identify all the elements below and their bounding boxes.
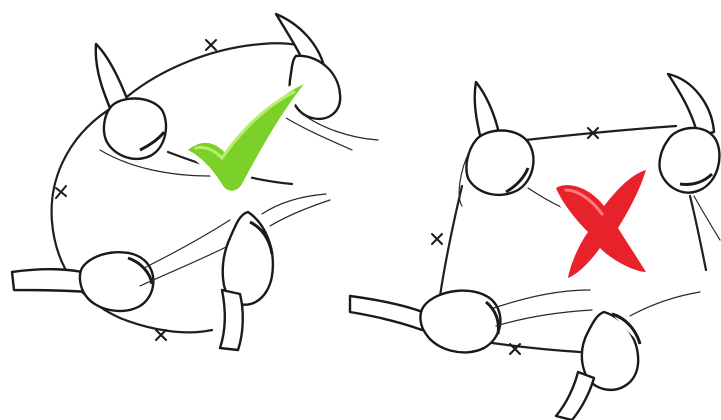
string-left-right bbox=[438, 184, 464, 298]
incorrect-technique-panel bbox=[348, 72, 721, 420]
thumb-lower-left bbox=[10, 219, 233, 313]
string-top-left bbox=[126, 42, 314, 98]
checkmark-icon bbox=[183, 79, 309, 196]
string-right-right bbox=[688, 194, 708, 272]
barb-marks-left bbox=[55, 39, 217, 341]
finger-lower-center bbox=[218, 193, 331, 352]
string-loop-left bbox=[50, 102, 214, 334]
thumb-upper-right-panel bbox=[458, 80, 593, 219]
finger-lower-right-panel bbox=[554, 291, 701, 420]
fingers-top-left-panel bbox=[274, 12, 379, 151]
thumb-lower-right-panel bbox=[348, 289, 593, 354]
finger-upper-right bbox=[658, 72, 721, 241]
thumb-upper-left bbox=[94, 42, 211, 177]
barb-marks-right bbox=[431, 127, 599, 355]
cross-icon bbox=[551, 165, 651, 283]
correct-technique-panel bbox=[10, 12, 379, 352]
